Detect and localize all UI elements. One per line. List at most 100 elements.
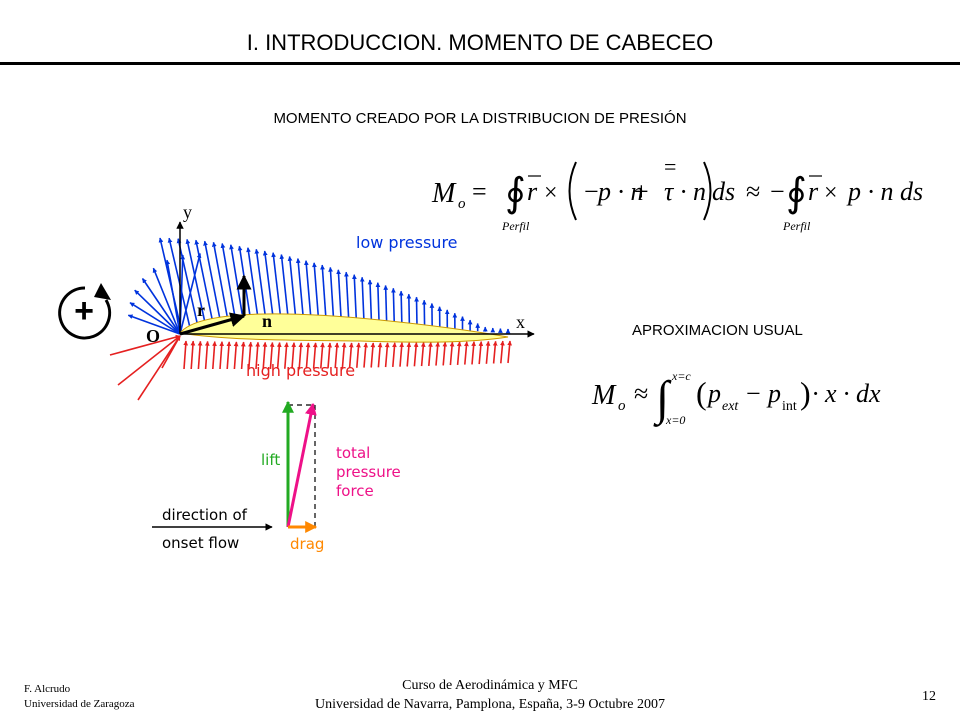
eq1-pn: p · n [596,177,644,206]
high-pressure-arrow [276,342,282,369]
eq1-minus2: − [770,177,785,206]
eq2-m: M [591,380,617,411]
high-pressure-arrow [384,342,390,368]
low-pressure-arrow [165,259,181,335]
low-pressure-arrow [152,267,181,335]
eq2-upper-limit: x=c [671,369,691,383]
low-pressure-label: low pressure [356,233,458,252]
high-pressure-arrow [428,341,433,366]
x-axis-label: x [516,312,525,332]
eq1-r2: r [808,177,819,206]
low-pressure-arrow [398,290,404,326]
high-pressure-arrow [363,342,369,368]
high-pressure-arrow [190,340,196,370]
approximation-label: APROXIMACION USUAL [632,322,803,339]
eq2-rest: · x · dx [812,379,881,408]
high-pressure-arrow [137,335,181,401]
high-pressure-arrow [456,341,462,365]
title-rule [0,62,960,65]
high-pressure-arrow [240,341,246,370]
eq2-open-paren: ( [696,375,707,411]
high-pressure-arrow [413,342,419,367]
low-pressure-arrow [141,278,181,335]
low-pressure-arrow [279,254,289,318]
high-pressure-arrow [197,340,203,370]
moment-plus-sign: + [74,292,94,330]
high-pressure-arrow [226,341,232,370]
high-pressure-arrow [492,340,498,364]
eq1-tau: τ [664,177,675,206]
low-pressure-arrow [271,252,282,318]
high-pressure-arrow [312,342,318,369]
low-pressure-arrow [262,250,274,318]
low-pressure-arrow [176,238,198,324]
author-institution: Universidad de Zaragoza [24,698,135,710]
high-pressure-arrow [420,342,426,367]
eq1-tau-overline: = [664,154,676,179]
eq1-perfil2: Perfil [782,219,811,233]
eq2-approx: ≈ [634,379,648,408]
high-pressure-arrow [212,341,217,370]
high-pressure-arrow [109,334,181,356]
low-pressure-arrow [179,253,202,335]
moment-rotation-icon [58,286,112,340]
total-force-label-2: pressure [336,463,401,481]
low-pressure-arrow [367,279,373,324]
low-pressure-arrow [134,289,181,335]
eq2-minus: − [746,379,761,408]
high-pressure-arrow [392,342,397,367]
low-pressure-arrow [359,276,365,323]
course-name: Curso de Aerodinámica y MFC [402,678,578,693]
n-vector-label: n [262,311,272,331]
high-pressure-arrow [449,341,455,366]
eq1-approx: ≈ [746,177,760,206]
high-pressure-arrow [356,342,361,368]
eq1-m: M [431,178,457,209]
high-pressure-arrow [117,335,181,386]
eq2-integral: ∫ [653,372,672,427]
section-subtitle: MOMENTO CREADO POR LA DISTRIBUCION DE PR… [273,110,687,127]
low-pressure-arrow [127,314,181,335]
low-pressure-arrow [246,247,259,318]
eq1-integral: ∮ [505,170,526,215]
eq1-plus: + [634,177,649,206]
high-pressure-arrows [109,334,512,401]
high-pressure-arrow [341,342,347,369]
low-pressure-arrow [254,248,267,318]
low-pressure-arrow [391,287,396,325]
eq2-int: int [782,399,797,414]
high-pressure-arrow [377,342,383,368]
eq1-dot-n: · n [680,177,706,206]
page-number: 12 [922,689,936,704]
total-force-label-1: total [336,444,370,462]
total-force-label-3: force [336,482,374,500]
high-pressure-arrow [399,342,405,367]
high-pressure-arrow [204,340,210,370]
course-venue: Universidad de Navarra, Pamplona, España… [315,697,665,712]
high-pressure-arrow [262,341,268,369]
eq2-close-paren: ) [800,375,811,411]
high-pressure-arrow [327,342,333,369]
drag-label: drag [290,535,324,553]
low-pressure-arrow [328,266,335,321]
low-pressure-arrow [414,296,419,327]
low-pressure-arrow [312,262,320,320]
pitching-moment-equation: M o = ∮ Perfil r × − p · n + = τ · n ds … [431,154,923,233]
low-pressure-arrow [336,269,342,321]
eq1-minus: − [584,177,599,206]
high-pressure-arrow [471,341,477,365]
high-pressure-arrow [161,335,181,369]
total-force-arrow [286,402,317,528]
r-vector-label: r [197,300,205,320]
high-pressure-arrow [305,342,311,369]
eq1-close-paren [703,161,712,221]
high-pressure-arrow [284,342,289,369]
origin-label: O [146,326,160,346]
high-pressure-label: high pressure [246,361,355,380]
eq1-open-paren [568,161,577,221]
high-pressure-arrow [406,342,412,367]
eq1-r: r [527,177,538,206]
high-pressure-arrow [320,342,325,369]
y-axis-label: y [183,202,192,222]
